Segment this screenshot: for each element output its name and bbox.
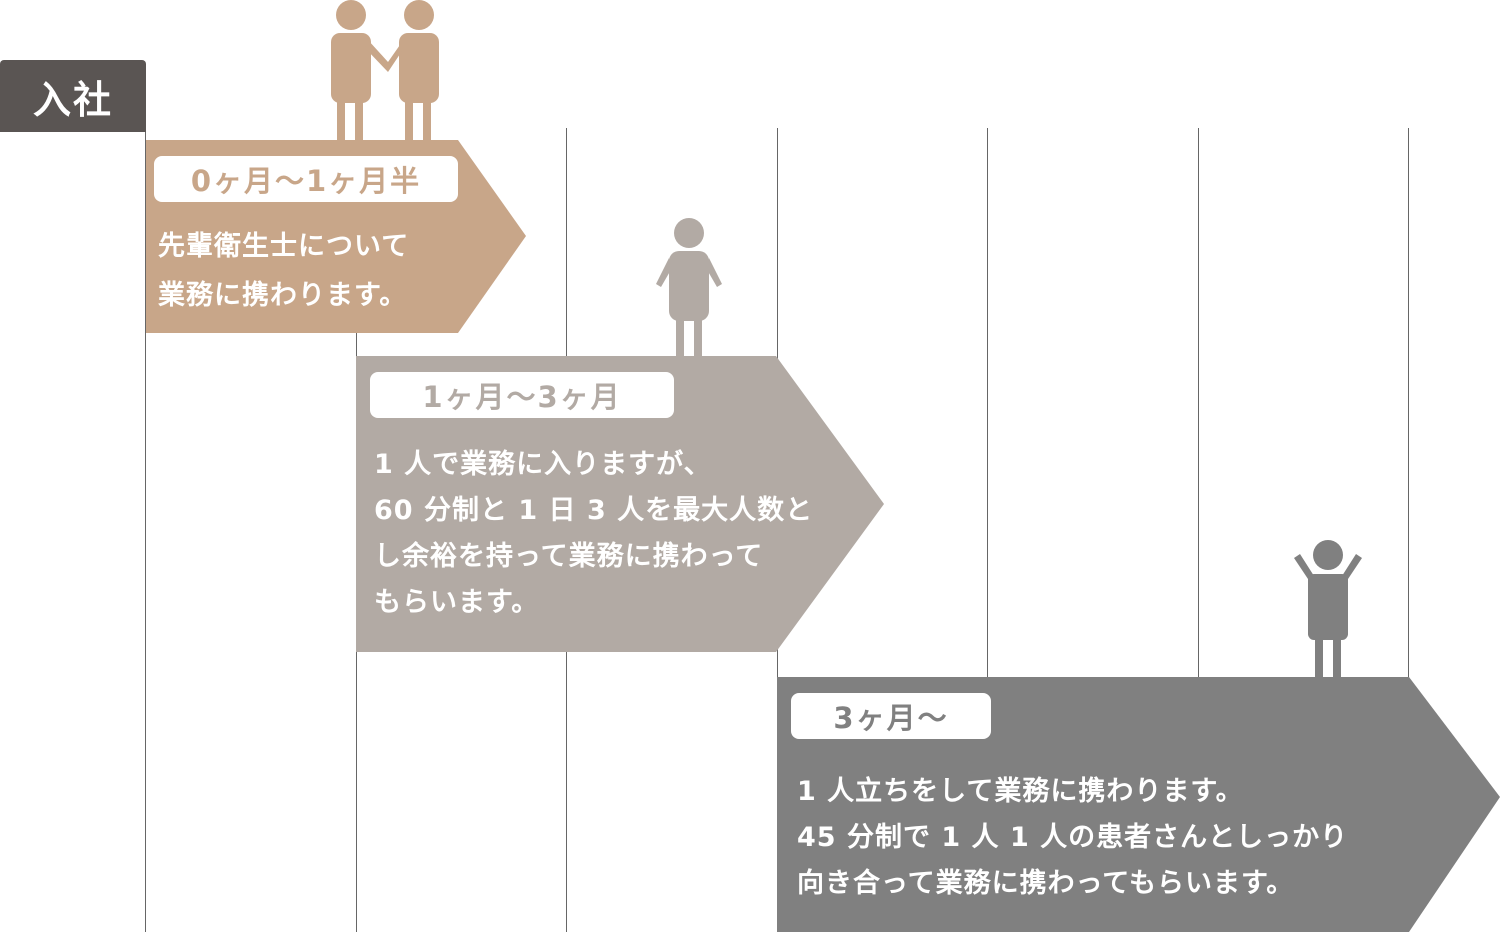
stage-1-line: 先輩衛生士について [158, 231, 410, 262]
stage-3-period: 3ヶ月〜 [791, 693, 991, 739]
stage-2-line: 1 人で業務に入りますが、 [374, 449, 712, 480]
gridline [1408, 128, 1409, 932]
stage-1-line: 業務に携わります。 [158, 280, 408, 311]
stage-2-arrow: 1ヶ月〜3ヶ月 1 人で業務に入りますが、 60 分制と 1 日 3 人を最大人… [356, 356, 884, 652]
gridline [987, 128, 988, 932]
stage-2-line: し余裕を持って業務に携わって [374, 541, 764, 572]
stage-3-line: 向き合って業務に携わってもらいます。 [797, 868, 1295, 899]
stage-3-arrow-shape [777, 677, 1500, 932]
start-label: 入社 [0, 60, 146, 132]
gridline [1198, 128, 1199, 932]
stage-2-period: 1ヶ月〜3ヶ月 [370, 372, 674, 418]
person-standing-icon [656, 218, 722, 358]
stage-3-line: 45 分制で 1 人 1 人の患者さんとしっかり [797, 822, 1349, 853]
stage-2-arrow-shape [356, 356, 884, 652]
stage-1-arrow: 0ヶ月〜1ヶ月半 先輩衛生士について 業務に携わります。 [146, 140, 526, 333]
gridline [145, 128, 146, 932]
stage-2-line: もらいます。 [374, 587, 540, 618]
stage-2-description: 1 人で業務に入りますが、 60 分制と 1 日 3 人を最大人数と し余裕を持… [374, 442, 813, 626]
person-arms-raised-icon [1294, 540, 1362, 678]
stage-3-line: 1 人立ちをして業務に携わります。 [797, 776, 1244, 807]
stage-1-period: 0ヶ月〜1ヶ月半 [154, 156, 458, 202]
two-people-holding-hands-icon [331, 0, 439, 140]
stage-1-description: 先輩衛生士について 業務に携わります。 [158, 222, 409, 320]
stage-2-line: 60 分制と 1 日 3 人を最大人数と [374, 495, 814, 526]
stage-3-description: 1 人立ちをして業務に携わります。 45 分制で 1 人 1 人の患者さんとしっ… [797, 769, 1348, 907]
stage-3-arrow: 3ヶ月〜 1 人立ちをして業務に携わります。 45 分制で 1 人 1 人の患者… [777, 677, 1500, 932]
